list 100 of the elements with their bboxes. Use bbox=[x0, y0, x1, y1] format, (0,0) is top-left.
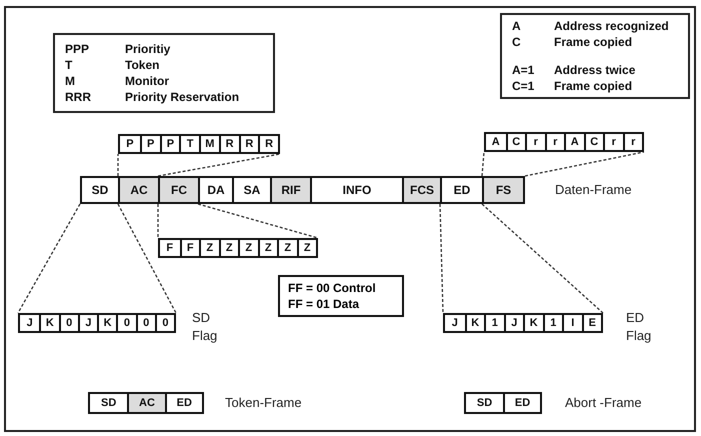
field-label: J bbox=[85, 317, 92, 329]
field-label: R bbox=[265, 138, 274, 150]
field-label: r bbox=[612, 136, 616, 148]
frame-caption: ED Flag bbox=[626, 309, 652, 345]
field-label: K bbox=[471, 317, 480, 329]
key-description: Priority Reservation bbox=[125, 90, 240, 104]
field-label: Z bbox=[245, 242, 252, 254]
dotted-line bbox=[524, 151, 644, 177]
field-label: J bbox=[511, 317, 518, 329]
field-label: M bbox=[205, 138, 214, 150]
dotted-line bbox=[198, 203, 318, 239]
bit-row bbox=[464, 392, 542, 414]
bit-row bbox=[484, 132, 644, 152]
key-description: Prioritiy bbox=[125, 42, 172, 56]
key-symbol: M bbox=[65, 74, 76, 88]
field-label: K bbox=[530, 317, 538, 329]
frame-field bbox=[118, 178, 158, 202]
key-symbol: C bbox=[512, 34, 522, 50]
frame-field bbox=[482, 178, 523, 202]
bit-row bbox=[18, 313, 176, 333]
frame-caption: SD Flag bbox=[192, 309, 218, 345]
dotted-line bbox=[17, 204, 81, 314]
frame-field bbox=[158, 178, 198, 202]
key-description: Monitor bbox=[125, 74, 170, 88]
key-symbol: A bbox=[512, 18, 522, 34]
field-label: ED bbox=[454, 183, 470, 197]
field-label: J bbox=[26, 317, 33, 329]
dotted-line bbox=[481, 152, 485, 176]
field-label: C bbox=[590, 136, 598, 148]
field-label: R bbox=[245, 138, 254, 150]
field-label: P bbox=[146, 138, 154, 150]
bit-cell bbox=[238, 136, 258, 152]
dotted-line bbox=[158, 153, 280, 177]
bit-cell bbox=[160, 136, 180, 152]
frame-field bbox=[270, 178, 310, 202]
field-label: K bbox=[46, 317, 54, 329]
field-label: SA bbox=[244, 183, 260, 197]
field-label: R bbox=[226, 138, 234, 150]
field-label: A bbox=[492, 136, 500, 148]
key-symbol: T bbox=[65, 58, 74, 72]
field-label: r bbox=[553, 136, 558, 148]
field-label: F bbox=[186, 242, 194, 254]
field-label: 1 bbox=[492, 317, 498, 329]
field-label: J bbox=[452, 317, 458, 329]
field-label: r bbox=[534, 136, 538, 148]
field-label: Z bbox=[264, 242, 272, 254]
key-symbol: RRR bbox=[65, 90, 92, 104]
frame-caption: Abort -Frame bbox=[565, 394, 643, 412]
dotted-line bbox=[439, 204, 444, 314]
key-description: Address recognized bbox=[554, 18, 670, 34]
key-box bbox=[53, 33, 275, 113]
field-label: AC bbox=[130, 183, 148, 197]
field-label: Z bbox=[284, 242, 292, 254]
field-label: INFO bbox=[342, 183, 372, 197]
field-label: FC bbox=[171, 183, 187, 197]
field-label: SD bbox=[101, 397, 116, 409]
dotted-line bbox=[157, 204, 159, 238]
frame-caption: Daten-Frame bbox=[555, 181, 633, 199]
field-label: 0 bbox=[143, 317, 150, 329]
key-description: Frame copied bbox=[554, 34, 634, 50]
key-description: Token bbox=[125, 58, 160, 72]
field-label: Z bbox=[304, 242, 311, 254]
field-label: SD bbox=[476, 397, 492, 409]
field-label: A bbox=[570, 136, 579, 148]
field-label: K bbox=[104, 317, 112, 329]
note-box bbox=[278, 275, 404, 317]
frame-field bbox=[402, 178, 440, 202]
bit-row bbox=[88, 392, 204, 414]
key-description: Address twice bbox=[554, 62, 636, 78]
field-label: 1 bbox=[550, 317, 556, 329]
frame-row bbox=[80, 176, 525, 204]
field-label: Z bbox=[226, 242, 233, 254]
dotted-line bbox=[117, 154, 119, 176]
field-label: FCS bbox=[410, 183, 434, 197]
field-label: r bbox=[631, 136, 636, 148]
dotted-line bbox=[482, 204, 604, 314]
bit-row bbox=[158, 238, 318, 258]
bit-row bbox=[118, 134, 280, 154]
field-label: Z bbox=[206, 242, 214, 254]
field-label: P bbox=[126, 138, 134, 150]
bit-cell bbox=[97, 315, 116, 331]
field-label: P bbox=[166, 138, 174, 150]
key-symbol: A=1 bbox=[512, 62, 536, 78]
field-label: ED bbox=[514, 397, 530, 409]
frame-caption: Token-Frame bbox=[225, 394, 303, 412]
field-label: 0 bbox=[66, 317, 72, 329]
field-label: DA bbox=[207, 183, 225, 197]
key-symbol: PPP bbox=[65, 42, 90, 56]
note-text: FF = 00 Control bbox=[288, 280, 377, 296]
field-label: C bbox=[512, 136, 520, 148]
bit-row bbox=[443, 313, 603, 333]
field-label: 0 bbox=[162, 317, 168, 329]
key-symbol: C=1 bbox=[512, 78, 536, 94]
field-label: 0 bbox=[124, 317, 130, 329]
field-label: T bbox=[186, 138, 194, 150]
note-text: FF = 01 Data bbox=[288, 296, 360, 312]
field-label: E bbox=[588, 317, 596, 329]
key-description: Frame copied bbox=[554, 78, 634, 94]
field-label: I bbox=[571, 317, 574, 329]
field-label: ED bbox=[176, 397, 192, 409]
